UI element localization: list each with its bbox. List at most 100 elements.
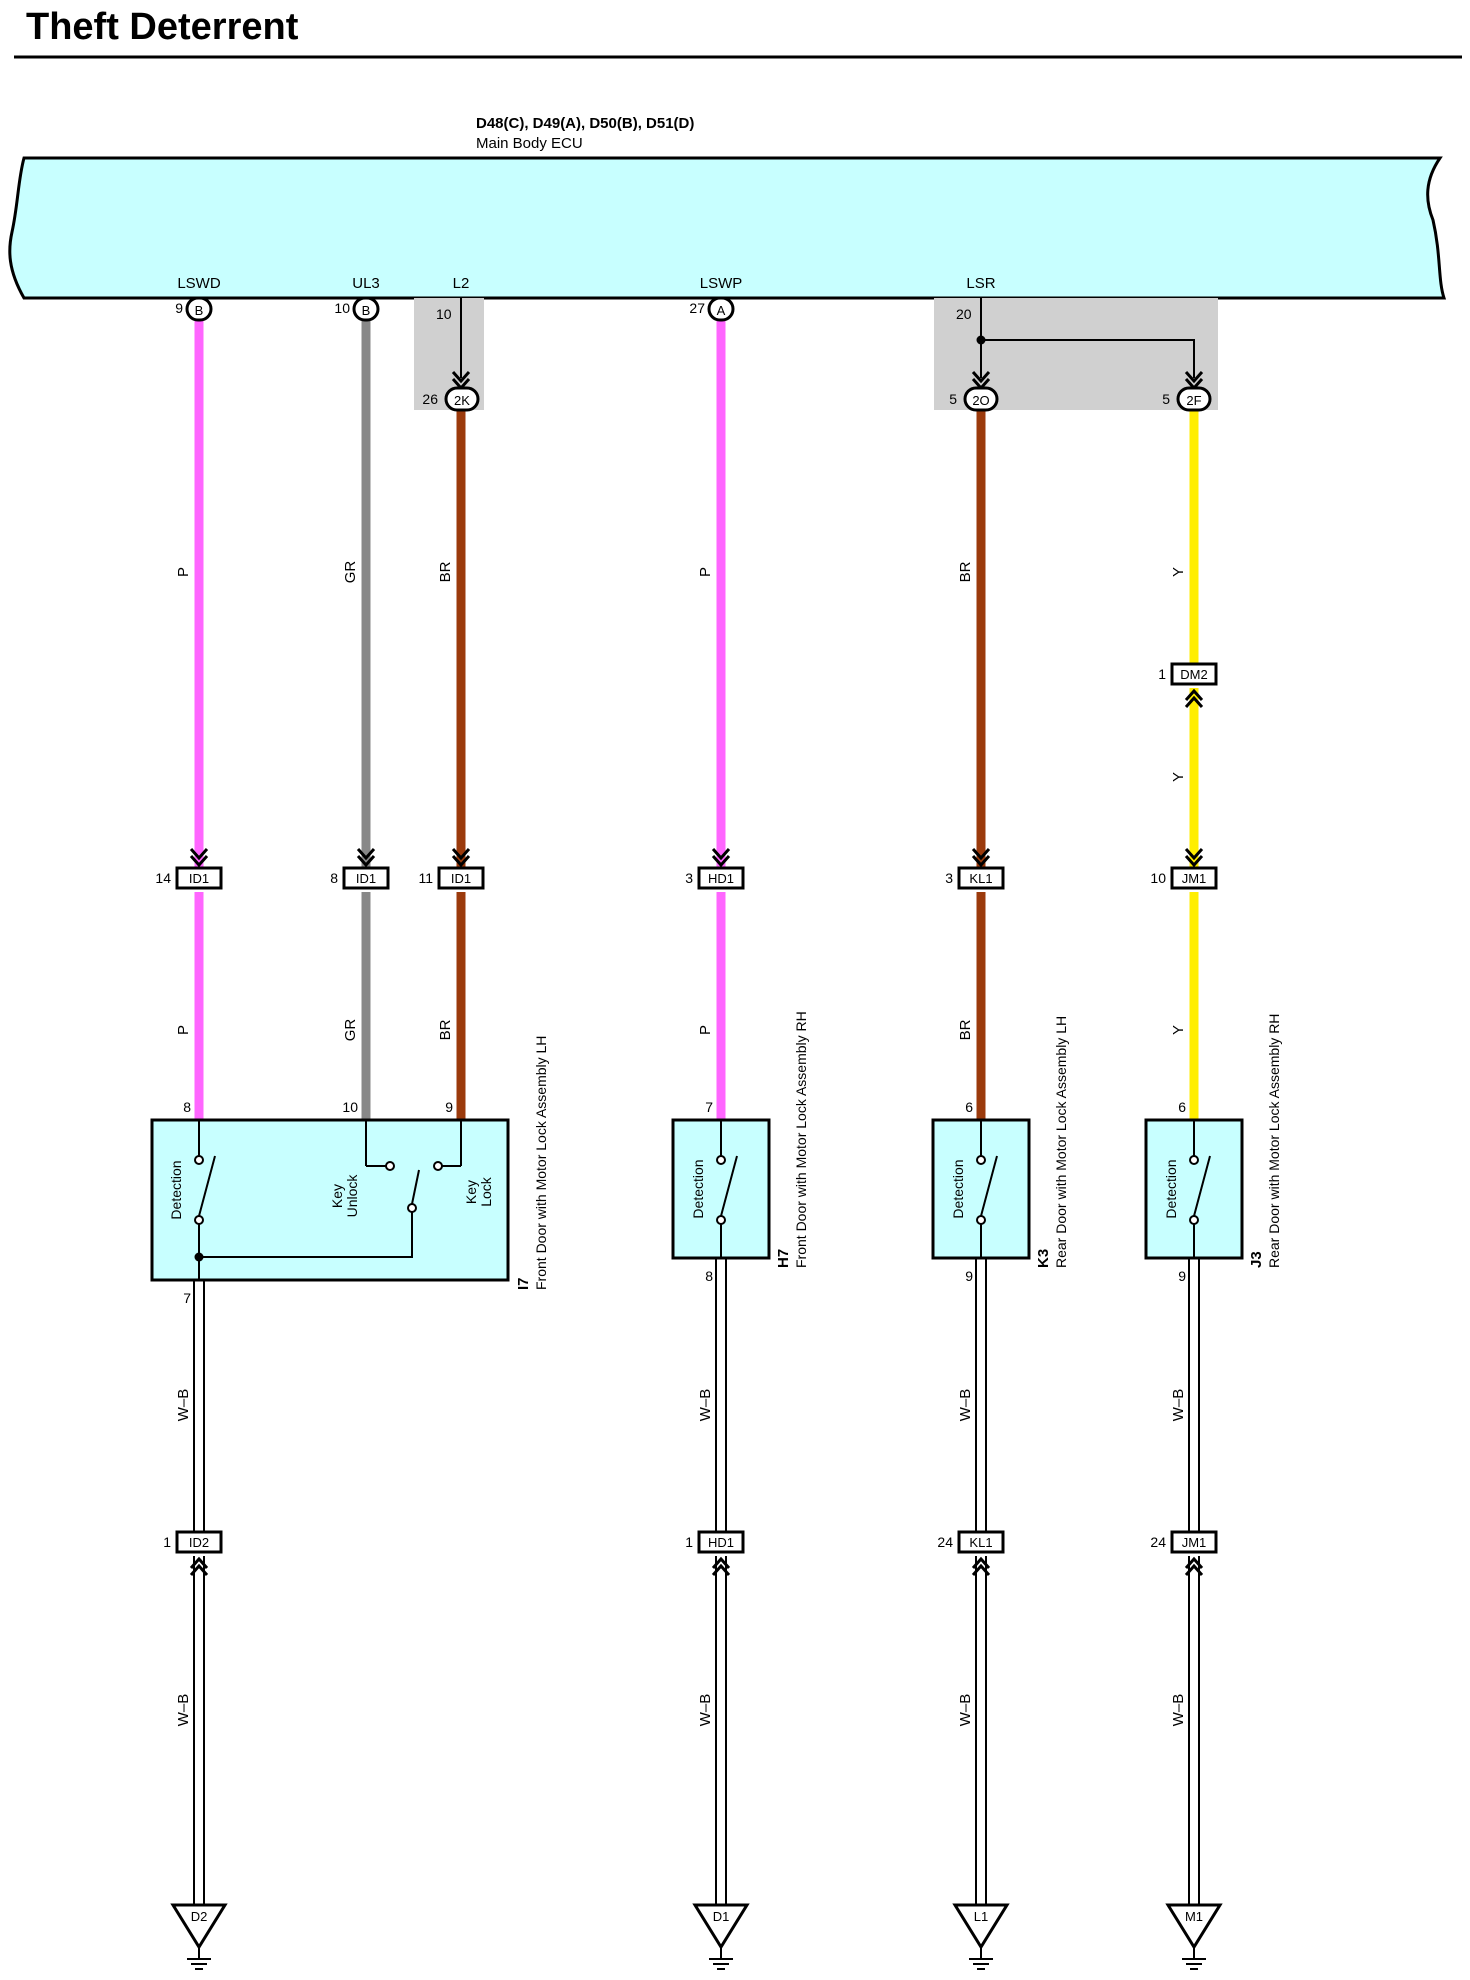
svg-text:11: 11 bbox=[418, 870, 433, 886]
svg-text:20: 20 bbox=[956, 306, 972, 322]
inline-connector-jm1-10: JM1 10 bbox=[1150, 847, 1218, 890]
svg-text:J3: J3 bbox=[1248, 1251, 1265, 1268]
wire-code-lsr-y-upper: Y bbox=[1170, 567, 1187, 577]
wire-code-d2-upper: W–B bbox=[175, 1389, 192, 1422]
svg-text:LSWP: LSWP bbox=[700, 275, 743, 292]
svg-text:8: 8 bbox=[183, 1099, 191, 1115]
main-body-ecu bbox=[8, 156, 1447, 300]
wire-code-d2-lower: W–B bbox=[175, 1694, 192, 1727]
svg-text:JM1: JM1 bbox=[1182, 1535, 1207, 1550]
svg-text:1: 1 bbox=[685, 1534, 693, 1550]
inline-connector-kl1-3: KL1 3 bbox=[945, 847, 1005, 890]
ground-point-d2: D2 bbox=[171, 1903, 227, 1971]
svg-text:DM2: DM2 bbox=[1180, 667, 1207, 682]
inline-connector-id1-14: ID1 14 bbox=[155, 847, 223, 890]
svg-text:10: 10 bbox=[1150, 870, 1166, 886]
inline-connector-jm1-24: JM1 24 bbox=[1150, 1530, 1218, 1577]
svg-text:1: 1 bbox=[163, 1534, 171, 1550]
svg-text:D1: D1 bbox=[713, 1909, 730, 1924]
junction-connector-2o: 2O 5 bbox=[949, 386, 999, 412]
svg-text:14: 14 bbox=[155, 870, 171, 886]
svg-text:HD1: HD1 bbox=[708, 871, 734, 886]
svg-text:Detection: Detection bbox=[690, 1159, 706, 1218]
ground-point-l1: L1 bbox=[953, 1903, 1009, 1971]
wire-code-lswd-lower: P bbox=[175, 1025, 192, 1035]
svg-text:8: 8 bbox=[705, 1268, 713, 1284]
svg-text:Detection: Detection bbox=[950, 1159, 966, 1218]
svg-text:JM1: JM1 bbox=[1182, 871, 1207, 886]
svg-text:9: 9 bbox=[1178, 1268, 1186, 1284]
svg-text:8: 8 bbox=[330, 870, 338, 886]
wire-code-m1-upper: W–B bbox=[1170, 1389, 1187, 1422]
svg-text:7: 7 bbox=[183, 1290, 191, 1306]
ecu-terminal-ul3: UL3 B 10 bbox=[334, 275, 380, 322]
svg-text:10: 10 bbox=[342, 1099, 358, 1115]
svg-text:2F: 2F bbox=[1186, 393, 1201, 408]
svg-text:6: 6 bbox=[1178, 1099, 1186, 1115]
svg-text:Front Door with Motor Lock Ass: Front Door with Motor Lock Assembly RH bbox=[793, 1011, 809, 1268]
svg-text:K3: K3 bbox=[1035, 1249, 1052, 1268]
svg-text:ID1: ID1 bbox=[451, 871, 471, 886]
svg-text:L1: L1 bbox=[974, 1909, 988, 1924]
svg-text:UL3: UL3 bbox=[352, 275, 380, 292]
ecu-name: Main Body ECU bbox=[476, 135, 583, 152]
wire-code-l2-upper: BR bbox=[437, 561, 454, 582]
svg-text:9: 9 bbox=[965, 1268, 973, 1284]
junction-link-2f bbox=[981, 339, 1195, 378]
ecu-terminal-lswd: LSWD B 9 bbox=[175, 275, 221, 322]
component-i7: 8 10 9 7 Detection Key Unlock Key Lock I… bbox=[150, 1036, 549, 1306]
wire-code-l2-lower: BR bbox=[437, 1019, 454, 1040]
ground-point-m1: M1 bbox=[1166, 1903, 1222, 1971]
wire-code-d1-lower: W–B bbox=[697, 1694, 714, 1727]
svg-text:L2: L2 bbox=[453, 275, 470, 292]
svg-text:1: 1 bbox=[1158, 666, 1166, 682]
ground-wire-l1 bbox=[975, 1258, 987, 1905]
component-h7: 7 8 Detection H7 Front Door with Motor L… bbox=[671, 1011, 809, 1284]
svg-text:2K: 2K bbox=[454, 393, 470, 408]
svg-text:Unlock: Unlock bbox=[344, 1174, 360, 1218]
svg-text:Key: Key bbox=[329, 1184, 345, 1208]
wire-code-l1-upper: W–B bbox=[957, 1389, 974, 1422]
ground-wire-d1 bbox=[715, 1258, 727, 1905]
inline-connector-hd1-3: HD1 3 bbox=[685, 847, 745, 890]
ecu-terminal-lsr: LSR 20 bbox=[956, 275, 996, 322]
ecu-terminal-lswp: LSWP A 27 bbox=[689, 275, 743, 322]
svg-text:ID1: ID1 bbox=[356, 871, 376, 886]
svg-text:B: B bbox=[362, 303, 371, 318]
component-j3: 6 9 Detection J3 Rear Door with Motor Lo… bbox=[1144, 1014, 1282, 1284]
svg-text:5: 5 bbox=[949, 391, 957, 407]
svg-text:9: 9 bbox=[175, 300, 183, 316]
svg-text:Detection: Detection bbox=[168, 1160, 184, 1219]
inline-connector-id2-1: ID2 1 bbox=[163, 1530, 223, 1577]
svg-text:10: 10 bbox=[334, 300, 350, 316]
wire-code-lsr-br-upper: BR bbox=[957, 561, 974, 582]
wire-code-lswp-lower: P bbox=[697, 1025, 714, 1035]
svg-text:6: 6 bbox=[965, 1099, 973, 1115]
wire-code-m1-lower: W–B bbox=[1170, 1694, 1187, 1727]
svg-text:5: 5 bbox=[1162, 391, 1170, 407]
svg-text:Rear Door with Motor Lock Asse: Rear Door with Motor Lock Assembly RH bbox=[1266, 1014, 1282, 1268]
inline-connector-hd1-1: HD1 1 bbox=[685, 1530, 745, 1577]
svg-text:ID2: ID2 bbox=[189, 1535, 209, 1550]
svg-text:ID1: ID1 bbox=[189, 871, 209, 886]
svg-text:24: 24 bbox=[937, 1534, 953, 1550]
svg-text:26: 26 bbox=[422, 391, 438, 407]
svg-text:B: B bbox=[195, 303, 204, 318]
svg-text:27: 27 bbox=[689, 300, 705, 316]
wire-code-lsr-y-middle: Y bbox=[1170, 772, 1187, 782]
ecu-connector-list: D48(C), D49(A), D50(B), D51(D) bbox=[476, 115, 694, 132]
svg-text:LSWD: LSWD bbox=[177, 275, 221, 292]
svg-text:LSR: LSR bbox=[966, 275, 995, 292]
inline-connector-id1-11: ID1 11 bbox=[418, 847, 485, 890]
svg-text:A: A bbox=[717, 303, 726, 318]
svg-text:Front Door with Motor Lock Ass: Front Door with Motor Lock Assembly LH bbox=[533, 1036, 549, 1290]
svg-text:HD1: HD1 bbox=[708, 1535, 734, 1550]
svg-text:Detection: Detection bbox=[1163, 1159, 1179, 1218]
svg-text:7: 7 bbox=[705, 1099, 713, 1115]
wire-code-ul3-upper: GR bbox=[342, 561, 359, 584]
wire-code-lswp-upper: P bbox=[697, 567, 714, 577]
svg-text:9: 9 bbox=[445, 1099, 453, 1115]
ground-point-d1: D1 bbox=[693, 1903, 749, 1971]
wire-code-d1-upper: W–B bbox=[697, 1389, 714, 1422]
